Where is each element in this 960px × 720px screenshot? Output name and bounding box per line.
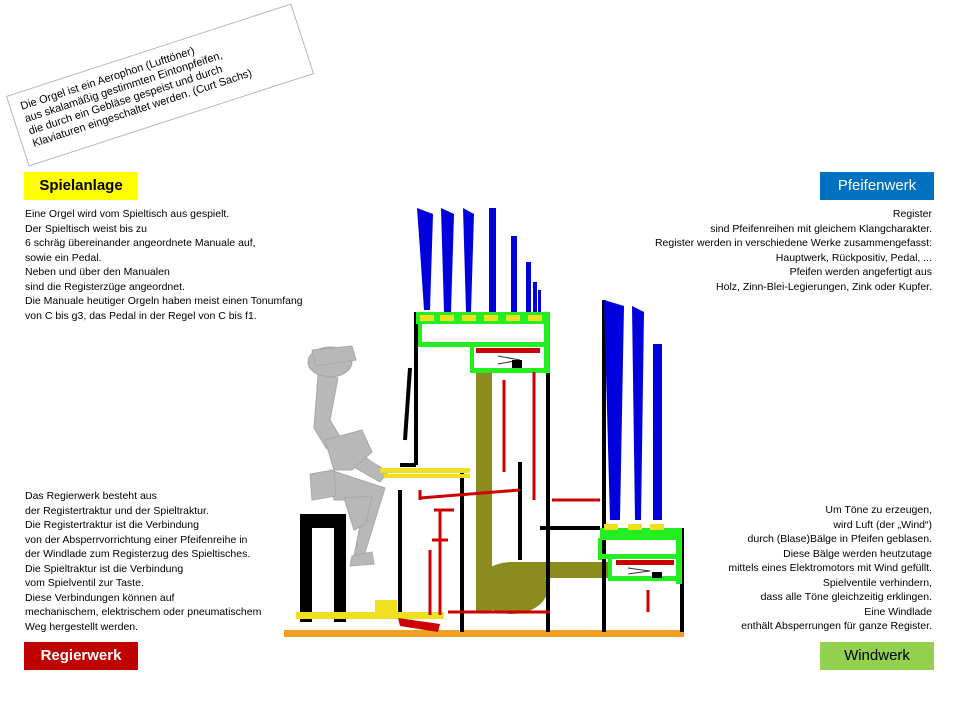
text-line: von der Absperrvorrichtung einer Pfeifen… [25,533,248,546]
text-line: sind die Registerzüge angeordnet. [25,280,185,293]
pipes-lower [604,300,662,520]
pfeifenwerk-text: Register sind Pfeifenreihen mit gleichem… [655,207,932,294]
text-line: Das Regierwerk besteht aus [25,490,157,502]
text-line: Um Töne zu erzeugen, [825,504,932,516]
player-figure [307,345,389,567]
text-line: Pfeifen werden angefertigt aus [789,266,932,278]
text-line: der Registertraktur und der Spieltraktur… [25,504,209,517]
text-line: Diese Verbindungen können auf [25,591,175,604]
text-line: Eine Orgel wird vom Spieltisch aus gespi… [25,208,230,220]
text-line: sowie ein Pedal. [25,251,102,264]
pfeifenwerk-label: Pfeifenwerk [820,172,934,200]
trackers [418,372,650,615]
regierwerk-label: Regierwerk [24,642,138,670]
text-line: Die Manuale heutiger Orgeln haben meist … [25,295,303,307]
text-line: mechanischem, elektrischem oder pneumati… [25,606,262,618]
pipes-upper [417,208,541,312]
spielanlage-label: Spielanlage [24,172,138,200]
text-line: durch (Blase)Bälge in Pfeifen geblasen. [747,533,932,545]
text-line: der Windlade zum Registerzug des Spielti… [25,548,251,560]
windchest-upper [416,312,550,373]
text-line: Hauptwerk, Rückpositiv, Pedal, ... [775,251,932,264]
spielanlage-text: Eine Orgel wird vom Spieltisch aus gespi… [25,207,303,323]
text-line: mittels eines Elektromotors mit Wind gef… [728,562,932,574]
organ-bench [300,514,346,622]
console [296,468,470,632]
text-line: Eine Windlade [864,605,932,618]
text-line: Neben und über den Manualen [25,266,170,278]
text-line: Die Spieltraktur ist die Verbindung [25,562,184,575]
text-line: sind Pfeifenreihen mit gleichem Klangcha… [710,222,932,235]
text-line: Weg hergestellt werden. [25,620,139,633]
text-line: Der Spieltisch weist bis zu [25,222,147,235]
floor [284,630,684,637]
text-line: Spielventile verhindern, [822,576,932,589]
text-line: 6 schräg übereinander angeordnete Manual… [25,237,256,249]
text-line: enthält Absperrungen für ganze Register. [741,620,932,632]
windchest-lower [598,524,682,584]
regierwerk-text: Das Regierwerk besteht aus der Registert… [25,489,261,634]
windwerk-text: Um Töne zu erzeugen, wird Luft (der „Win… [728,503,932,634]
text-line: Register werden in verschiedene Werke zu… [654,237,932,249]
windwerk-label: Windwerk [820,642,934,670]
text-line: vom Spielventil zur Taste. [25,577,144,589]
text-line: von C bis g3, das Pedal in der Regel von… [25,309,257,322]
text-line: Register [892,208,932,220]
text-line: Holz, Zinn-Blei-Legierungen, Zink oder K… [716,280,932,293]
text-line: Diese Bälge werden heutzutage [783,547,932,560]
text-line: Die Registertraktur ist die Verbindung [25,519,199,531]
text-line: wird Luft (der „Wind“) [833,518,932,531]
text-line: dass alle Töne gleichzeitig erklingen. [760,591,932,603]
